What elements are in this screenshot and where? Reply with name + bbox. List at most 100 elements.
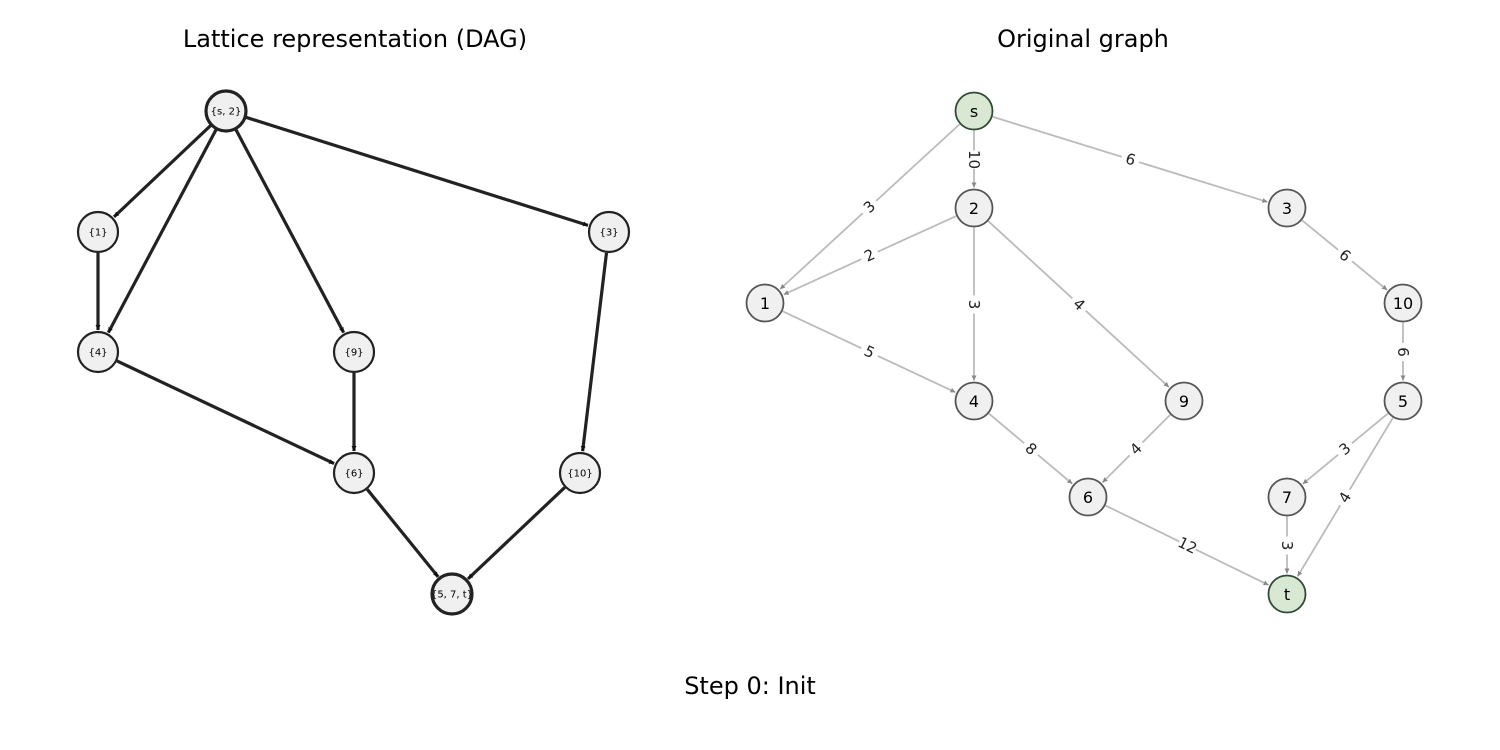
graph-node-7: 7 [1267,477,1307,517]
edge-weight-bg [1332,485,1358,510]
step-caption: Step 0: Init [684,672,816,700]
graph-node-3: 3 [1267,188,1307,228]
graph-node-circle [1267,188,1307,228]
edge-weight-bg [1332,242,1358,269]
graph-node-9: 9 [1164,381,1204,421]
lattice-node-label: {s, 2} [211,107,242,118]
graph-node-10: 10 [1383,283,1423,323]
edge-weight-label: 6 [1394,347,1412,357]
edge-weight-label: 3 [1278,541,1296,551]
graph-node-circle [1068,477,1108,517]
edge-weight-4-6: 8 [1018,436,1044,462]
lattice-edge-n10-n57t [466,486,566,581]
edge-weight-7-t: 3 [1278,536,1296,555]
lattice-edges [95,115,609,581]
edge-weight-6-t: 12 [1175,533,1200,558]
graph-node-label: 2 [969,199,979,218]
edge-weight-label: 12 [1175,533,1200,558]
lattice-nodes: {s, 2} {1} {3} {4} {9} {6} {10} {5, 7, t} [76,89,631,616]
graph-node-circle [745,283,785,323]
edge-weight-label: 10 [965,150,983,169]
lattice-node-circle [587,210,631,254]
edge-weight-5-7: 3 [1332,436,1358,462]
graph-node-label: 6 [1083,488,1093,507]
edge-weight-bg [856,194,883,220]
edge-weight-5-t: 4 [1332,485,1358,510]
edge-weight-2-1: 2 [857,243,882,268]
lattice-node-circle [332,451,376,495]
graph-node-1: 1 [745,283,785,323]
lattice-edge-s2-n9 [234,128,346,334]
lattice-node-label: {1} [88,228,107,239]
graph-node-label: 9 [1179,392,1189,411]
lattice-node-label: {10} [567,469,592,480]
original-nodes: s 2 3 1 10 4 9 5 6 7 t [745,91,1423,614]
lattice-node-n10: {10} [558,451,602,495]
lattice-edge-s2-n3 [245,115,589,227]
lattice-node-circle [558,451,602,495]
edge-weight-bg [1332,436,1358,462]
edge-weight-bg [1066,291,1092,318]
graph-node-label: 4 [969,392,979,411]
edge-weight-s-3: 6 [1119,148,1142,171]
graph-node-circle [954,381,994,421]
edge-weight-bg [1278,536,1296,555]
lattice-edge-s2-n1 [112,124,212,219]
lattice-edge-n3-n10 [580,252,609,452]
lattice-node-circle [430,572,474,616]
graph-node-circle [954,188,994,228]
lattice-node-label: {6} [344,469,363,480]
lattice-node-n9: {9} [332,330,376,374]
lattice-node-circle [76,330,120,374]
lattice-edge-n4-n6 [116,359,335,466]
edge-weight-2-9: 4 [1066,291,1092,318]
edge-weight-10-5: 6 [1394,343,1412,361]
original-edges: 10 6 3 2 3 4 6 5 6 8 4 3 4 3 12 [779,115,1412,586]
graph-node-label: s [970,102,978,121]
lattice-node-circle [204,89,248,133]
graph-node-label: 10 [1393,294,1413,313]
edge-weight-bg [1119,148,1142,171]
graph-node-5: 5 [1383,381,1423,421]
edge-weight-2-4: 3 [965,295,983,314]
lattice-title: Lattice representation (DAG) [183,25,527,53]
lattice-node-label: {4} [88,348,107,359]
graph-node-s: s [954,91,994,131]
lattice-edge-n6-n57t [365,488,440,578]
lattice-node-label: {5, 7, t} [431,590,473,601]
graph-node-4: 4 [954,381,994,421]
lattice-node-circle [76,210,120,254]
lattice-node-n6: {6} [332,451,376,495]
lattice-node-circle [332,330,376,374]
edge-weight-bg [1018,436,1044,462]
lattice-node-s2: {s, 2} [204,89,248,133]
lattice-node-label: {9} [344,348,363,359]
lattice-node-n1: {1} [76,210,120,254]
edge-weight-bg [857,243,882,268]
lattice-edge-s2-n4 [106,128,218,334]
graph-node-label: 1 [760,294,770,313]
graph-node-circle [1267,477,1307,517]
edge-weight-bg [857,340,882,364]
lattice-node-n4: {4} [76,330,120,374]
graph-node-circle [1383,283,1423,323]
lattice-node-n3: {3} [587,210,631,254]
edge-weight-1-4: 5 [857,340,882,364]
graph-node-label: 3 [1282,199,1292,218]
graph-node-t: t [1267,574,1307,614]
graph-node-label: 5 [1398,392,1408,411]
graph-node-circle [1383,381,1423,421]
edge-weight-s-1: 3 [856,194,883,220]
edge-weight-s-2: 10 [965,150,983,169]
edge-weight-bg [965,295,983,314]
graph-node-label: t [1284,585,1290,604]
lattice-node-n57t: {5, 7, t} [430,572,474,616]
graph-node-circle [1164,381,1204,421]
edge-weight-3-10: 6 [1332,242,1358,269]
edge-weight-label: 3 [965,300,983,310]
original-graph-title: Original graph [997,25,1169,53]
edge-weight-bg [965,150,983,169]
edge-weight-bg [1394,343,1412,361]
graph-node-6: 6 [1068,477,1108,517]
